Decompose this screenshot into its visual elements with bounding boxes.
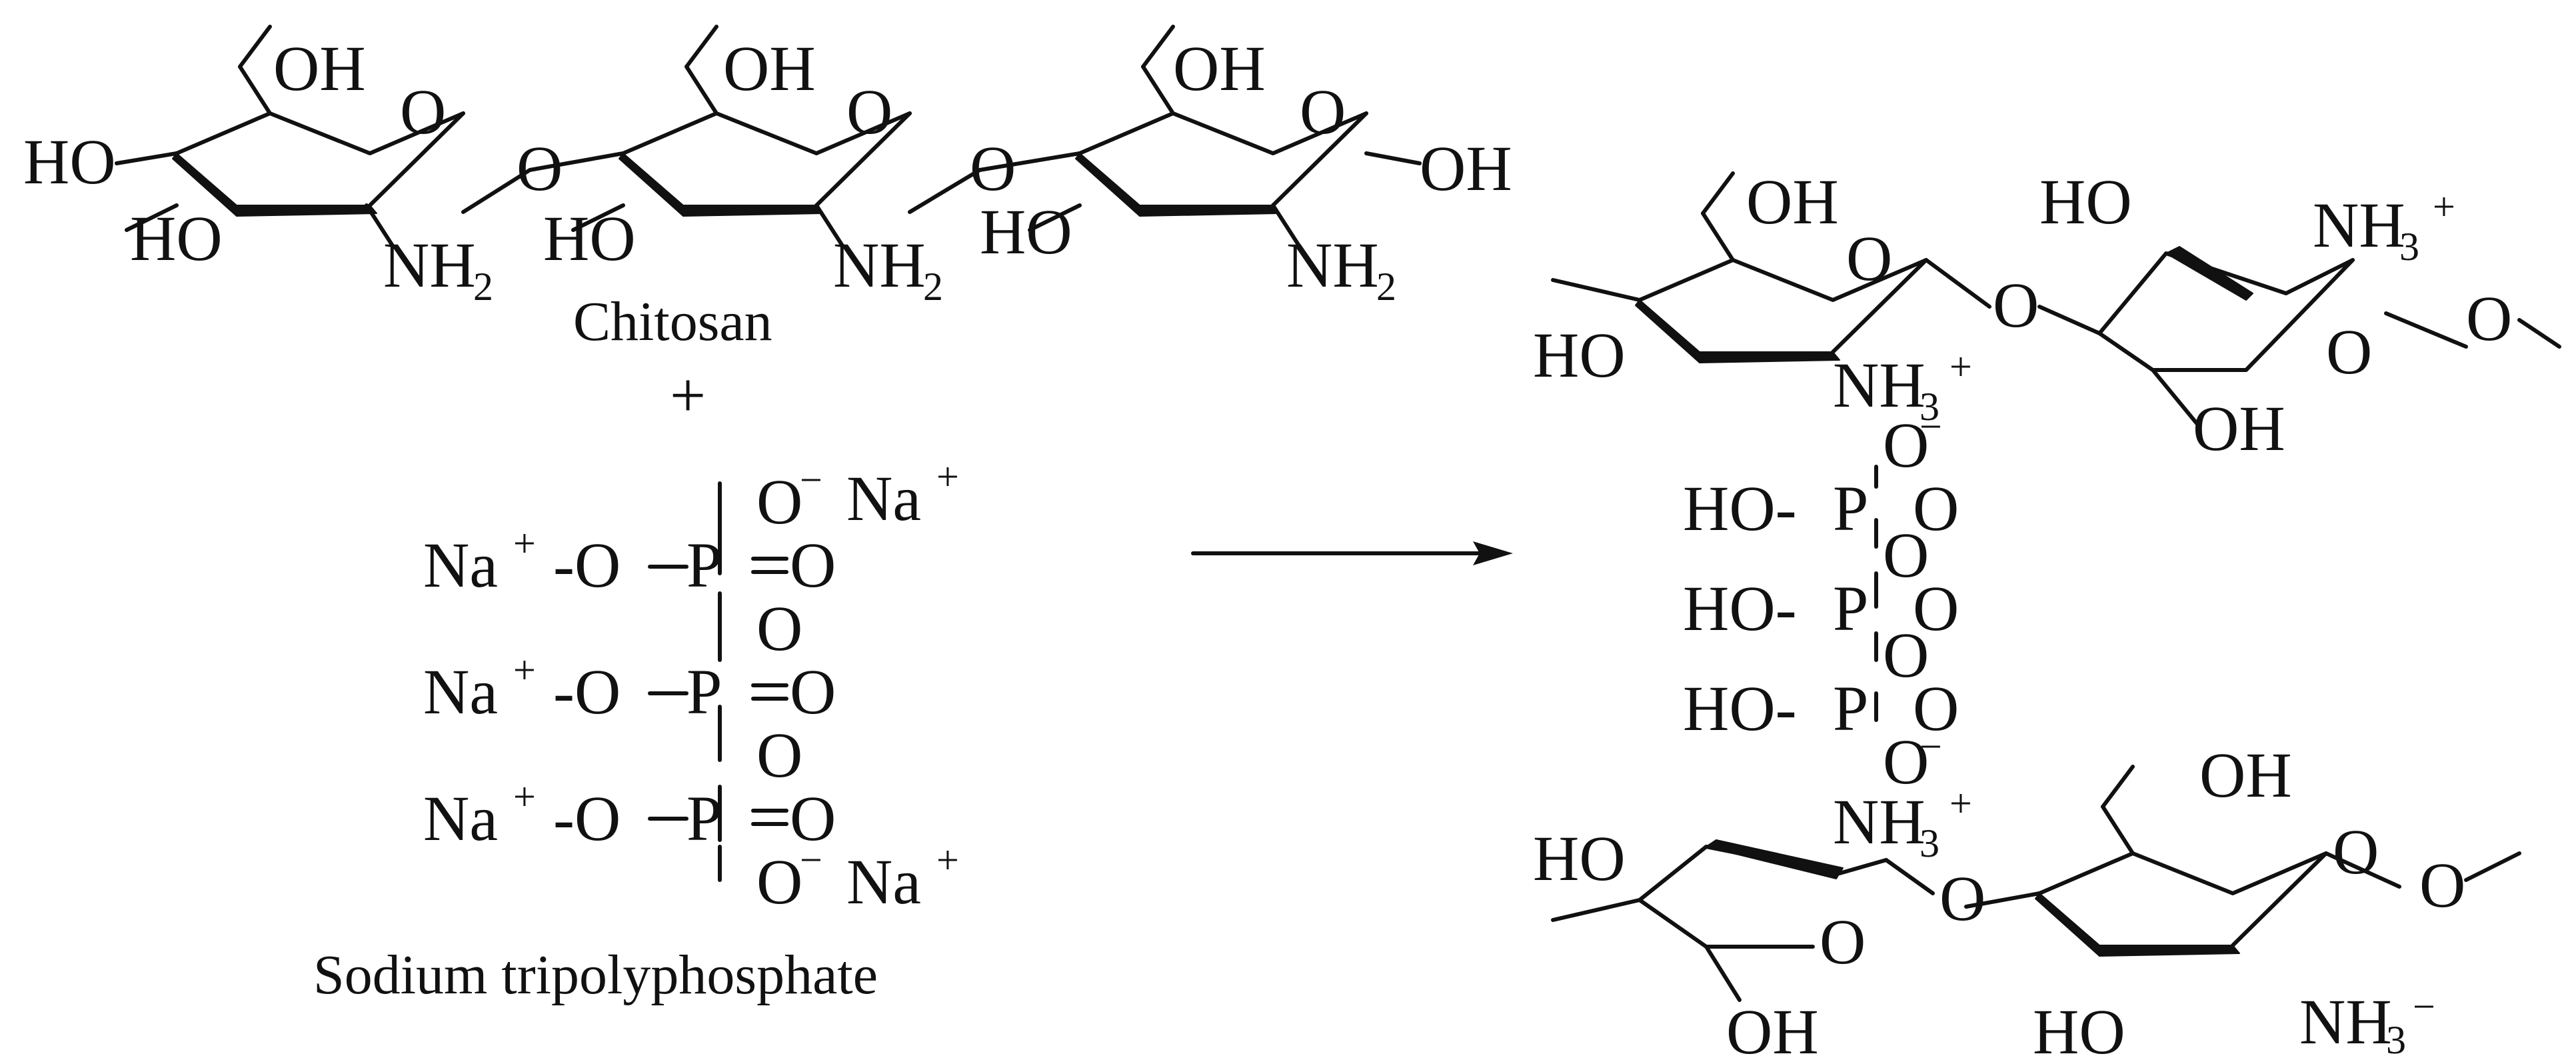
atom-label: O	[790, 656, 836, 727]
atom-label: OH	[723, 33, 816, 104]
atom-label: O	[1993, 269, 2039, 341]
atom-label: HO	[1533, 319, 1626, 391]
atom-label: NH	[2299, 986, 2392, 1056]
atom-label: O	[1300, 76, 1346, 147]
atom-label: HO	[2033, 996, 2125, 1056]
atom-label: O	[517, 133, 563, 204]
atom-label: HO-	[1683, 473, 1797, 544]
chitosan-ring-2	[619, 25, 910, 216]
tpp-caption: Sodium tripolyphosphate	[313, 944, 878, 1006]
atom-label: +	[1949, 781, 1972, 825]
atom-label: O	[756, 719, 802, 791]
atom-label: HO	[1533, 823, 1626, 894]
atom-label: 3	[1920, 385, 1939, 429]
atom-label: NH	[383, 229, 476, 301]
atom-label: 2	[1376, 265, 1396, 309]
atom-label: HO	[980, 196, 1072, 267]
atom-label: −	[800, 458, 822, 502]
atom-label: OH	[1726, 996, 1819, 1056]
atom-label: −	[800, 838, 822, 882]
atom-label: O	[1883, 409, 1929, 481]
atom-label: +	[2433, 185, 2455, 229]
atom-label: O	[1820, 906, 1866, 977]
atom-label: NH	[1833, 349, 1926, 421]
atom-label: +	[936, 838, 959, 882]
atom-label: +	[513, 775, 536, 819]
atom-label: O	[2466, 283, 2512, 354]
atom-label: Na	[423, 783, 498, 854]
atom-label: O	[1883, 619, 1929, 691]
atom-label: O	[790, 529, 836, 601]
atom-label: OH	[2193, 393, 2285, 464]
atom-label: P	[1833, 573, 1868, 644]
atom-label: O	[1846, 223, 1892, 294]
atom-label: O	[1913, 573, 1959, 644]
atom-label: O	[2326, 316, 2372, 387]
atom-label: -O	[553, 656, 621, 727]
atom-label: OH	[1420, 133, 1512, 204]
atom-label: HO	[130, 203, 223, 274]
atom-label: OH	[273, 33, 366, 104]
atom-label: OH	[1746, 166, 1839, 237]
atom-label: O	[1883, 519, 1929, 591]
atom-label: O	[1913, 473, 1959, 544]
reaction-arrow	[1191, 541, 1513, 565]
atom-label: −	[1920, 405, 1942, 449]
atom-label: NH	[833, 229, 926, 301]
atom-label: O	[1883, 726, 1929, 797]
atom-label: +	[1949, 345, 1972, 389]
atom-label: 3	[1920, 821, 1939, 865]
atom-label: O	[1939, 863, 1985, 934]
atom-label: HO-	[1683, 673, 1797, 744]
atom-label: O	[400, 76, 446, 147]
atom-label: Na	[423, 529, 498, 601]
atom-label: HO	[23, 126, 116, 197]
atom-label: Na	[423, 656, 498, 727]
atom-label: 2	[473, 265, 493, 309]
atom-label: Na	[846, 846, 921, 917]
atom-label: -O	[553, 783, 621, 854]
atom-label: O	[2419, 849, 2465, 921]
atom-label: 3	[2386, 1018, 2406, 1056]
atom-label: P	[1833, 473, 1868, 544]
atom-label: O	[846, 76, 892, 147]
plus-sign: +	[670, 359, 706, 431]
atom-label: O	[970, 133, 1016, 204]
atom-label: O	[756, 846, 802, 917]
atom-label: P	[686, 783, 722, 854]
chitosan-ring-1	[173, 25, 463, 216]
atom-label: O	[756, 593, 802, 664]
atom-label: HO	[543, 203, 636, 274]
atom-label: -O	[553, 529, 621, 601]
atom-label: O	[756, 466, 802, 537]
atom-label: HO	[2039, 166, 2132, 237]
chitosan-ring-3	[1076, 25, 1366, 216]
atom-label: P	[686, 656, 722, 727]
atom-label: +	[513, 521, 536, 565]
atom-label: +	[513, 648, 536, 692]
atom-label: 3	[2399, 225, 2419, 269]
atom-label: OH	[1173, 33, 1266, 104]
product-upper-chain	[1551, 171, 2561, 429]
atom-label: O	[2333, 816, 2379, 887]
atom-label: NH	[2313, 189, 2405, 261]
atom-label: O	[1913, 673, 1959, 744]
atom-label: NH	[1833, 786, 1926, 857]
atom-label: −	[2413, 985, 2435, 1029]
atom-label: NH	[1286, 229, 1379, 301]
atom-label: Na	[846, 463, 921, 534]
atom-label: HO-	[1683, 573, 1797, 644]
chitosan-structure	[115, 25, 1422, 249]
tpp-structure	[648, 481, 788, 882]
atom-label: OH	[2199, 739, 2292, 811]
product-lower-chain	[1551, 765, 2521, 1002]
atom-label: P	[686, 529, 722, 601]
chitosan-caption: Chitosan	[573, 291, 772, 353]
atom-label: P	[1833, 673, 1868, 744]
atom-label: 2	[923, 265, 943, 309]
atom-label: O	[790, 783, 836, 854]
atom-label: −	[1920, 725, 1942, 769]
atom-label: +	[936, 455, 959, 499]
